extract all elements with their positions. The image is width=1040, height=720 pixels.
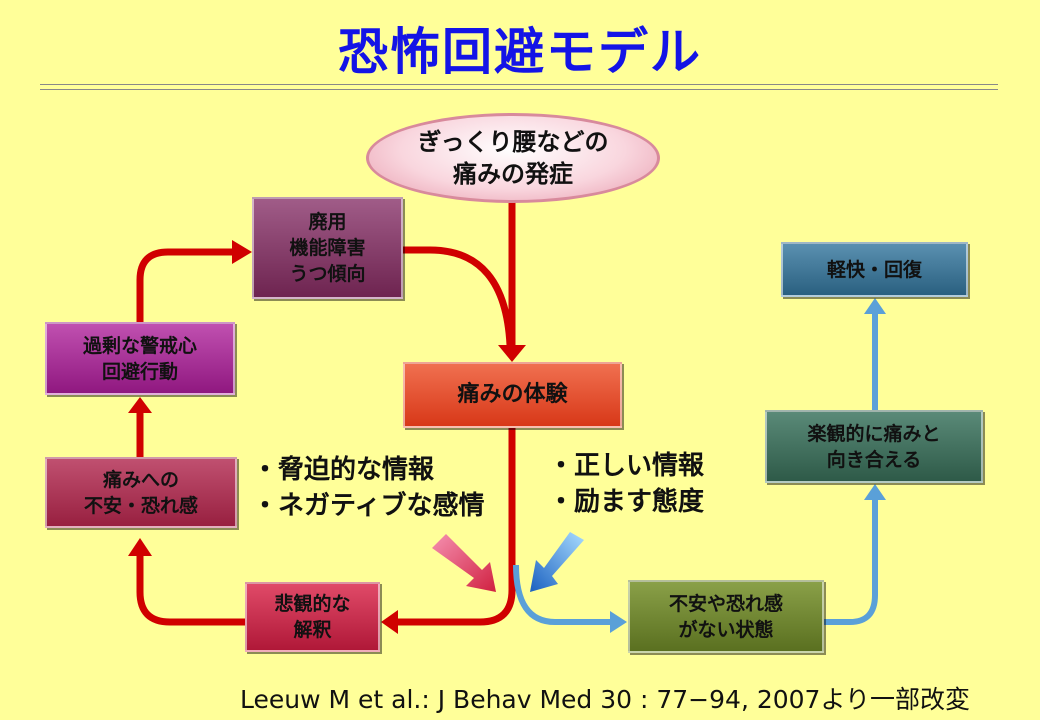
slide-title: 恐怖回避モデル xyxy=(338,23,702,81)
recovery-node: 軽快・回復 xyxy=(781,242,968,297)
node-line: 機能障害 xyxy=(289,237,366,259)
disuse-node: 廃用 機能障害 うつ傾向 xyxy=(252,197,403,299)
positive-influence-arrow xyxy=(530,532,584,592)
node-line: 不安や恐れ感 xyxy=(668,592,783,615)
arrow-experience-to-catastrophizing xyxy=(398,428,516,626)
negative-factor: ・脅迫的な情報 xyxy=(252,455,435,485)
no-fear-node: 不安や恐れ感 がない状態 xyxy=(628,580,824,653)
node-line: 回避行動 xyxy=(101,360,178,383)
node-line: 楽観的に痛みと xyxy=(807,422,941,445)
node-line: 不安・恐れ感 xyxy=(83,494,198,517)
positive-factors-list: ・正しい情報 ・励ます態度 xyxy=(548,448,704,520)
node-line: 悲観的な xyxy=(274,593,351,615)
node-line: 痛みの体験 xyxy=(457,382,568,407)
pain-onset-node: ぎっくり腰などの 痛みの発症 xyxy=(366,113,660,203)
arrow-catastrophizing-to-fear xyxy=(136,556,245,626)
node-line: がない状態 xyxy=(678,618,774,641)
citation: Leeuw M et al.: J Behav Med 30 : 77−94, … xyxy=(240,685,970,714)
negative-influence-arrow xyxy=(432,534,496,592)
node-line: 痛みへの xyxy=(102,468,179,491)
node-line: 解釈 xyxy=(293,619,332,641)
node-line: 廃用 xyxy=(308,211,347,233)
positive-factor: ・正しい情報 xyxy=(548,451,705,481)
catastrophizing-node: 悲観的な 解釈 xyxy=(245,582,380,652)
arrow-experience-to-no-fear xyxy=(513,564,610,625)
node-line: 過剰な警戒心 xyxy=(82,334,197,357)
negative-factor: ・ネガティブな感情 xyxy=(252,491,485,521)
negative-factors-list: ・脅迫的な情報 ・ネガティブな感情 xyxy=(252,452,484,524)
pain-experience-node: 痛みの体験 xyxy=(403,362,622,428)
title-divider xyxy=(40,84,998,85)
node-line: 向き合える xyxy=(826,448,922,471)
avoidance-node: 過剰な警戒心 回避行動 xyxy=(45,322,235,395)
fear-node: 痛みへの 不安・恐れ感 xyxy=(45,457,237,528)
node-line: うつ傾向 xyxy=(289,263,366,285)
onset-line: 痛みの発症 xyxy=(453,160,573,188)
node-line: 軽快・回復 xyxy=(826,258,922,281)
arrow-avoidance-to-disuse xyxy=(136,248,232,322)
confrontation-node: 楽観的に痛みと 向き合える xyxy=(765,410,983,483)
onset-line: ぎっくり腰などの xyxy=(417,128,609,156)
arrow-disuse-to-experience xyxy=(403,246,514,346)
title-divider xyxy=(40,89,998,90)
positive-factor: ・励ます態度 xyxy=(548,487,705,517)
arrow-no-fear-to-confrontation xyxy=(824,500,878,625)
